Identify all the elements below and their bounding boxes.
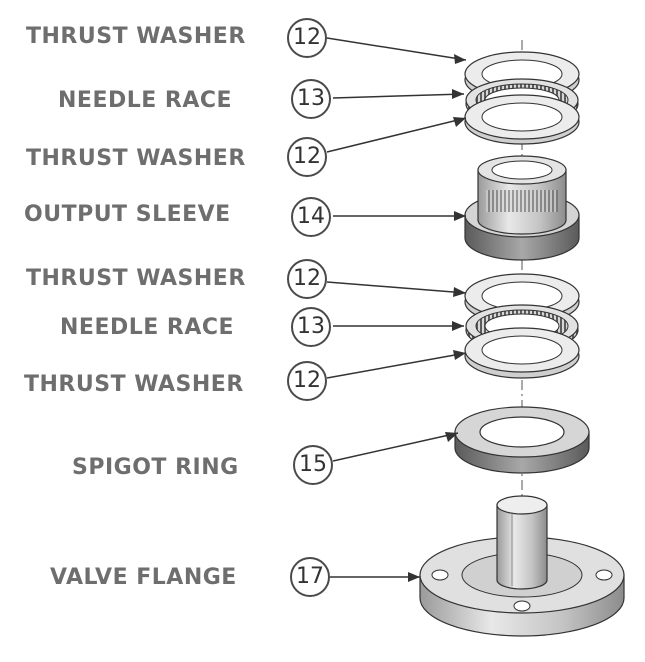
item-number-badge-5: 12 (287, 259, 327, 299)
output-sleeve-shape (464, 155, 580, 261)
item-number-badge-1: 12 (287, 18, 327, 58)
leader-line-3 (326, 117, 467, 153)
valve-flange-shape (419, 495, 625, 637)
spigot-ring-shape (454, 406, 590, 474)
part-label-thrust-washer-2: THRUST WASHER (26, 146, 246, 171)
leader-line-5 (326, 281, 467, 294)
thrust-washer-top-2-shape (464, 94, 580, 145)
item-number-badge-2: 13 (291, 79, 331, 119)
part-label-thrust-washer-4: THRUST WASHER (24, 372, 244, 397)
part-label-thrust-washer-3: THRUST WASHER (26, 266, 246, 291)
item-number-badge-7: 12 (287, 361, 327, 401)
part-label-needle-race-1: NEEDLE RACE (58, 88, 233, 113)
leader-line-7 (326, 352, 467, 379)
leader-line-8 (332, 432, 459, 462)
part-label-spigot-ring: SPIGOT RING (72, 455, 239, 480)
leader-lines (326, 37, 467, 578)
item-number-badge-3: 12 (287, 137, 327, 177)
part-label-output-sleeve: OUTPUT SLEEVE (24, 202, 231, 227)
part-label-needle-race-2: NEEDLE RACE (60, 315, 235, 340)
part-label-valve-flange: VALVE FLANGE (50, 565, 237, 590)
leader-line-2 (332, 93, 465, 99)
item-number-badge-6: 13 (291, 307, 331, 347)
leader-arrowheads (408, 54, 466, 582)
item-number-badge-4: 14 (291, 197, 331, 237)
thrust-washer-bottom-2-shape (464, 327, 580, 379)
item-number-badge-9: 17 (290, 557, 330, 597)
part-label-thrust-washer-1: THRUST WASHER (26, 24, 246, 49)
item-number-badge-8: 15 (293, 445, 333, 485)
leader-line-1 (326, 37, 467, 61)
